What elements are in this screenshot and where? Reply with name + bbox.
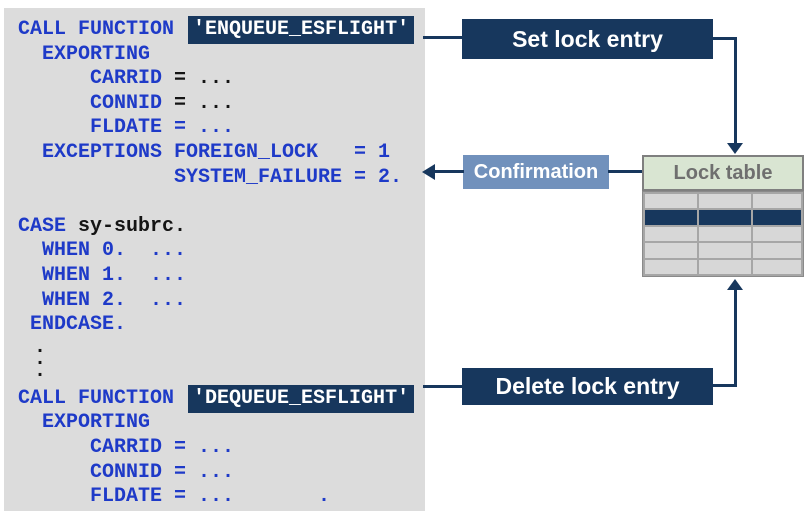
lock-table-label: Lock table (673, 161, 773, 184)
ellipsis-dot: . (34, 335, 47, 359)
code-segment: CONNID (18, 91, 163, 115)
code-segment: FLDATE = ... (18, 116, 235, 140)
code-line: WHEN 1. ... (18, 264, 425, 289)
code-line: CALL FUNCTION 'ENQUEUE_ESFLIGHT' (18, 16, 425, 44)
confirmation-box: Confirmation (463, 155, 609, 189)
function-name-highlight: 'DEQUEUE_ESFLIGHT' (188, 384, 415, 413)
code-segment: EXPORTING (18, 42, 151, 66)
code-line: ENDCASE. (18, 313, 425, 338)
code-line: CONNID = ... (18, 92, 425, 117)
code-line: EXCEPTIONS FOREIGN_LOCK = 1 (18, 141, 425, 166)
code-segment: CASE (18, 214, 67, 238)
code-block: CALL FUNCTION 'ENQUEUE_ESFLIGHT' EXPORTI… (18, 16, 425, 510)
lock-table-cell (753, 243, 801, 258)
code-line: FLDATE = ... (18, 116, 425, 141)
code-segment: CALL FUNCTION (18, 386, 187, 410)
lock-table-cell (699, 243, 752, 258)
lock-table-cell (645, 226, 698, 242)
lock-table-grid (642, 191, 804, 277)
lock-table-cell (753, 226, 801, 242)
code-segment: = ... (162, 91, 235, 115)
ellipsis-dot: . (34, 360, 47, 384)
lock-table-cell (699, 226, 752, 242)
code-segment: WHEN 1. ... (18, 263, 187, 287)
code-line: CALL FUNCTION 'DEQUEUE_ESFLIGHT' (18, 384, 425, 413)
code-segment: CALL FUNCTION (18, 18, 187, 41)
code-line: CONNID = ... (18, 461, 425, 486)
lock-table-cell (645, 194, 698, 209)
code-segment: SYSTEM_FAILURE = 2. (18, 165, 403, 189)
arrow-left-icon (422, 164, 435, 180)
lock-table-cell (753, 194, 801, 209)
code-line: FLDATE = ... . (18, 485, 425, 510)
abap-code-panel: CALL FUNCTION 'ENQUEUE_ESFLIGHT' EXPORTI… (4, 8, 425, 511)
code-vertical-ellipsis: ... (18, 335, 425, 387)
delete-lock-entry-label: Delete lock entry (495, 373, 680, 399)
code-segment: WHEN 2. ... (18, 288, 187, 312)
connector-delete-to-table-vertical (734, 290, 737, 387)
connector-table-to-confirmation (608, 170, 642, 173)
arrow-up-icon (727, 279, 743, 290)
code-line: WHEN 0. ... (18, 239, 425, 264)
lock-table-cell (645, 243, 698, 258)
connector-enqueue-to-set (423, 36, 462, 39)
connector-set-to-table-vertical (734, 37, 737, 143)
lock-table-locked-row-cell (645, 210, 698, 225)
code-segment: ENDCASE. (18, 313, 127, 337)
connector-delete-to-table-horizontal (713, 384, 737, 387)
delete-lock-entry-box: Delete lock entry (462, 368, 713, 405)
code-line: EXPORTING (18, 411, 425, 436)
connector-dequeue-to-delete (423, 385, 462, 388)
connector-set-to-table-horizontal (713, 37, 737, 40)
lock-table-locked-row-cell (699, 210, 752, 225)
code-segment: CARRID = ... (18, 435, 235, 459)
set-lock-entry-box: Set lock entry (462, 19, 713, 59)
lock-table-header: Lock table (642, 155, 804, 191)
code-line: EXPORTING (18, 43, 425, 68)
code-segment: EXCEPTIONS FOREIGN_LOCK = 1 (18, 140, 391, 164)
code-line: CARRID = ... (18, 67, 425, 92)
lock-table-cell (699, 259, 752, 274)
lock-table-cell (645, 259, 698, 274)
code-segment: CARRID (18, 67, 163, 91)
code-line: CARRID = ... (18, 436, 425, 461)
code-segment: FLDATE = ... . (18, 485, 331, 509)
connector-confirmation-to-code (434, 170, 464, 173)
set-lock-entry-label: Set lock entry (512, 25, 663, 52)
ellipsis-dot: . (34, 348, 47, 372)
lock-table-locked-row-cell (753, 210, 801, 225)
code-line: CASE sy-subrc. (18, 215, 425, 240)
confirmation-label: Confirmation (473, 160, 599, 183)
lock-table-cell (753, 259, 801, 274)
function-name-highlight: 'ENQUEUE_ESFLIGHT' (188, 16, 415, 44)
code-line: SYSTEM_FAILURE = 2. (18, 166, 425, 191)
code-segment: = ... (162, 67, 235, 91)
arrow-down-icon (727, 143, 743, 154)
code-line: WHEN 2. ... (18, 289, 425, 314)
code-segment: EXPORTING (18, 411, 151, 435)
code-blank-line (18, 190, 425, 215)
lock-table-cell (699, 194, 752, 209)
code-segment: CONNID = ... (18, 460, 235, 484)
code-segment: WHEN 0. ... (18, 239, 187, 263)
code-segment: sy-subrc. (66, 214, 187, 238)
